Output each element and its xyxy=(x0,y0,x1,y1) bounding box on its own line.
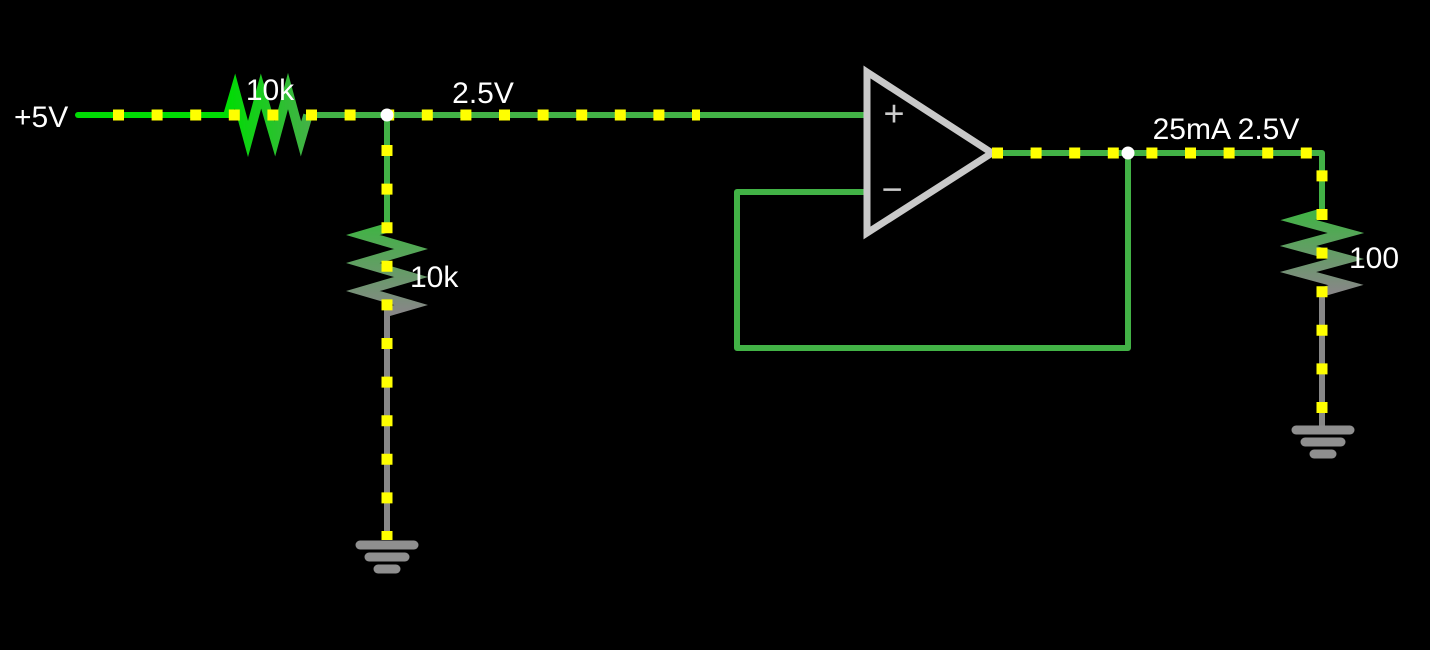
feedback-wire[interactable] xyxy=(734,155,1131,351)
divider-voltage-label: 2.5V xyxy=(452,77,514,110)
resistor-r3-value-label: 100 xyxy=(1349,242,1399,275)
opamp-plus-icon: + xyxy=(883,93,904,134)
opamp[interactable]: + − xyxy=(863,65,999,240)
opamp-triangle xyxy=(863,65,999,240)
supply-voltage-label: +5V xyxy=(14,101,68,134)
node-dot-output[interactable] xyxy=(1121,146,1135,160)
opamp-minus-icon: − xyxy=(881,169,902,210)
resistor-r2-value-label: 10k xyxy=(410,261,459,294)
ground-symbol-left[interactable] xyxy=(355,540,419,574)
ground-symbol-right[interactable] xyxy=(1291,425,1355,459)
output-wire[interactable] xyxy=(992,150,1325,217)
output-reading-label: 25mA 2.5V xyxy=(1153,113,1300,146)
node-dot-divider[interactable] xyxy=(380,108,394,122)
current-dots-output-run xyxy=(992,147,1328,430)
resistor-r1-value-label: 10k xyxy=(246,74,295,107)
